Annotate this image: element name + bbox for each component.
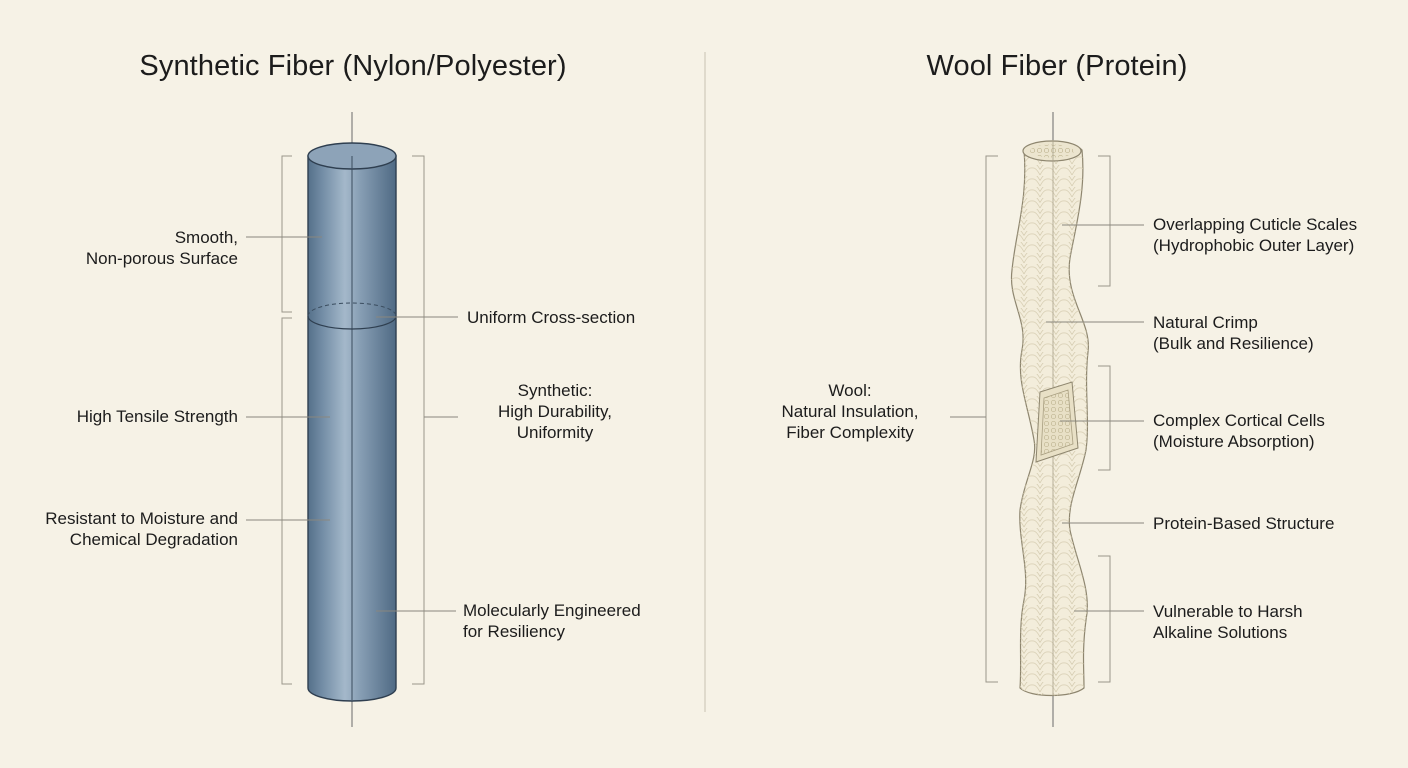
synthetic-cross-section-front [307,315,397,330]
label-alkaline-vulnerable: Vulnerable to Harsh Alkaline Solutions [1153,602,1303,642]
synthetic-bracket-right [412,155,425,685]
label-uniform-cross-section: Uniform Cross-section [467,308,636,327]
wool-bracket-alkaline [1098,555,1111,683]
synthetic-bracket-upper [281,155,292,313]
wool-bracket-cortical [1098,365,1111,471]
label-synthetic-summary: Synthetic: High Durability, Uniformity [497,381,612,442]
label-cuticle-scales: Overlapping Cuticle Scales (Hydrophobic … [1153,215,1358,255]
label-tensile-strength: High Tensile Strength [76,407,238,426]
synthetic-cross-section-back [307,302,397,317]
wool-bracket-cuticle [1098,155,1111,287]
wool-panel-title: Wool Fiber (Protein) [926,50,1188,82]
wool-bracket-left [985,155,998,683]
label-wool-summary: Wool: Natural Insulation, Fiber Complexi… [781,381,919,442]
label-natural-crimp: Natural Crimp (Bulk and Resilience) [1153,313,1314,353]
wool-fiber [950,112,1144,727]
label-molecularly-engineered: Molecularly Engineered for Resiliency [463,601,641,641]
label-protein-structure: Protein-Based Structure [1153,514,1335,533]
synthetic-fiber [246,112,458,727]
synthetic-panel-title: Synthetic Fiber (Nylon/Polyester) [139,50,567,82]
label-moisture-resistant: Resistant to Moisture and Chemical Degra… [45,509,238,549]
synthetic-bracket-lower [281,317,292,685]
wool-cortical-cutaway [1035,381,1079,463]
label-smooth-surface: Smooth, Non-porous Surface [85,228,238,268]
label-cortical-cells: Complex Cortical Cells (Moisture Absorpt… [1153,411,1325,451]
